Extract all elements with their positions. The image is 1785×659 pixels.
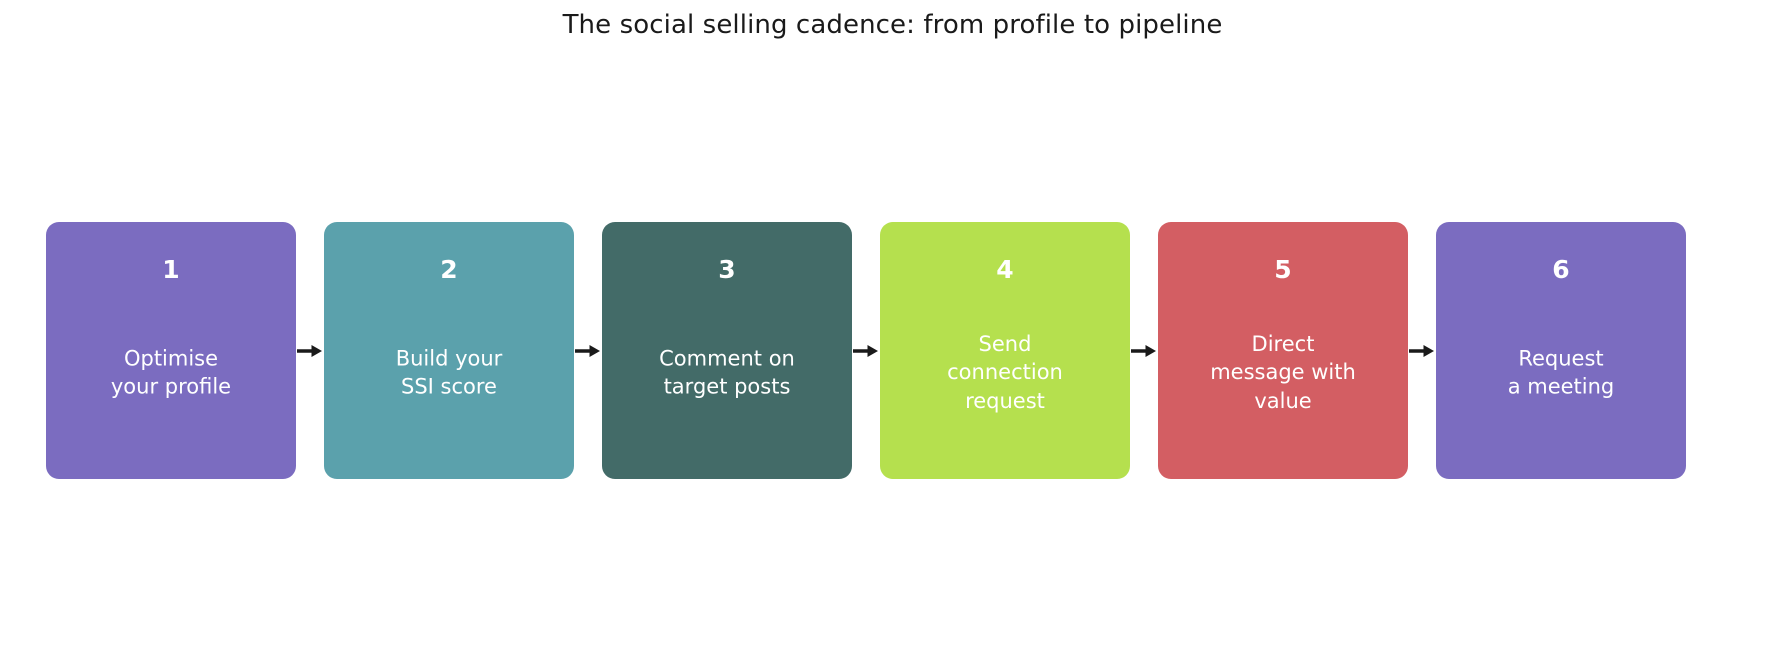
step-number-5: 5 (1274, 255, 1292, 284)
arrow-connector-5-6 (1408, 222, 1436, 479)
step-number-6: 6 (1552, 255, 1570, 284)
step-number-4: 4 (996, 255, 1014, 284)
arrow-right-icon (853, 343, 879, 359)
step-number-3: 3 (718, 255, 736, 284)
step-box-5[interactable]: 5 Direct message with value (1158, 222, 1408, 479)
arrow-connector-2-3 (574, 222, 602, 479)
step-box-1[interactable]: 1 Optimise your profile (46, 222, 296, 479)
arrow-connector-1-2 (296, 222, 324, 479)
step-label-5: Direct message with value (1210, 331, 1356, 413)
step-label-4: Send connection request (947, 331, 1063, 413)
step-box-3[interactable]: 3 Comment on target posts (602, 222, 852, 479)
arrow-right-icon (1409, 343, 1435, 359)
step-box-4[interactable]: 4 Send connection request (880, 222, 1130, 479)
step-number-2: 2 (440, 255, 458, 284)
step-number-1: 1 (162, 255, 180, 284)
step-box-2[interactable]: 2 Build your SSI score (324, 222, 574, 479)
step-box-6[interactable]: 6 Request a meeting (1436, 222, 1686, 479)
arrow-connector-4-5 (1130, 222, 1158, 479)
process-flow: 1 Optimise your profile 2 Build your SSI… (46, 222, 1686, 479)
step-label-3: Comment on target posts (659, 345, 795, 399)
arrow-right-icon (1131, 343, 1157, 359)
arrow-right-icon (575, 343, 601, 359)
step-label-2: Build your SSI score (395, 345, 503, 399)
page-title: The social selling cadence: from profile… (562, 10, 1223, 40)
arrow-connector-3-4 (852, 222, 880, 479)
arrow-right-icon (297, 343, 323, 359)
step-label-1: Optimise your profile (110, 345, 232, 399)
step-label-6: Request a meeting (1507, 345, 1615, 399)
